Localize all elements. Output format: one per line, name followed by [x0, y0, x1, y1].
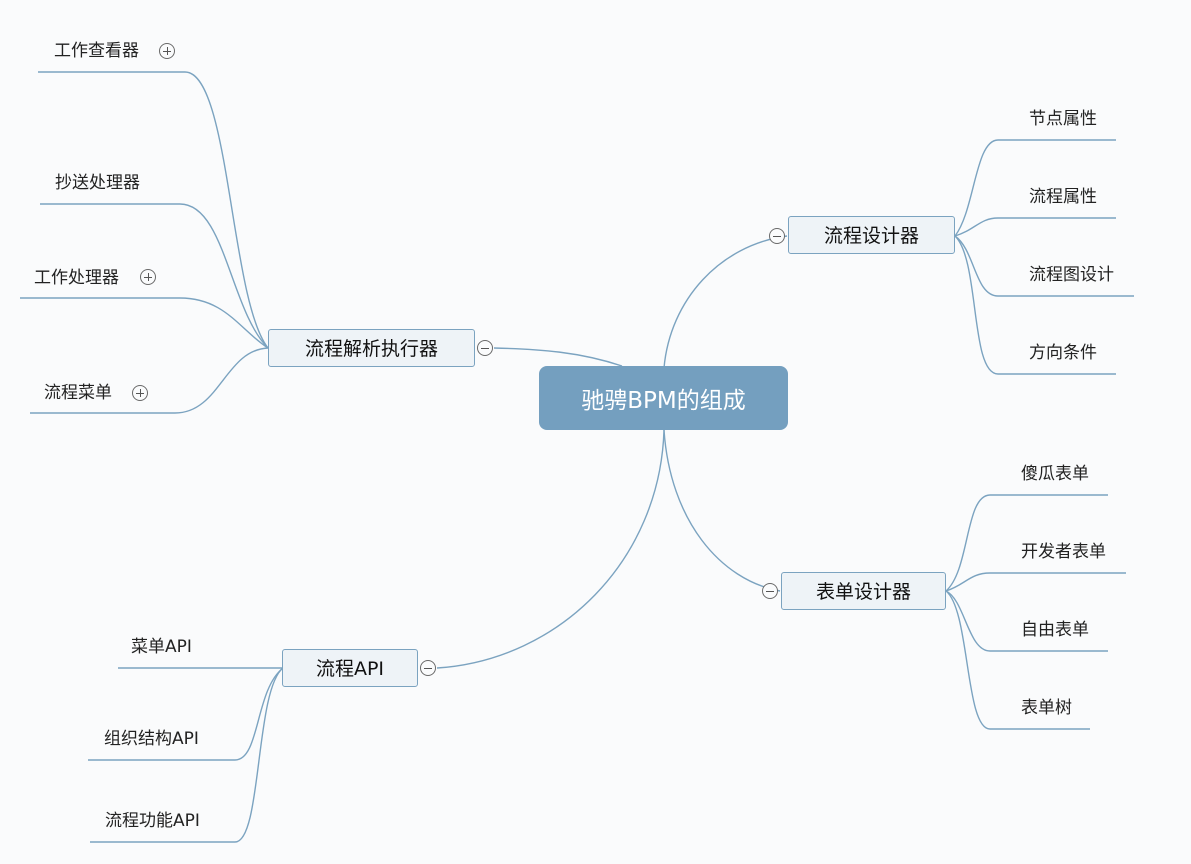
leaf-menu-api[interactable]: 菜单API — [131, 637, 192, 657]
link-center-process-api — [436, 429, 665, 669]
leaf-cc-handler[interactable]: 抄送处理器 — [55, 173, 140, 193]
branch-form-designer[interactable]: 表单设计器 — [781, 572, 946, 610]
leaf-direction-condition[interactable]: 方向条件 — [1029, 343, 1097, 363]
leaf-simple-form[interactable]: 傻瓜表单 — [1021, 464, 1089, 484]
branch-process-designer-label: 流程设计器 — [823, 225, 919, 247]
link-work-handler — [20, 297, 269, 349]
collapse-form-designer-minus-circle-icon[interactable] — [762, 583, 778, 599]
leaf-function-api[interactable]: 流程功能API — [105, 811, 200, 831]
link-center-process-designer — [663, 235, 788, 369]
leaf-work-viewer[interactable]: 工作查看器 — [54, 41, 139, 61]
branch-process-executor[interactable]: 流程解析执行器 — [268, 329, 475, 367]
expand-work-handler-plus-circle-icon[interactable] — [140, 269, 156, 285]
branch-form-designer-label: 表单设计器 — [815, 581, 911, 603]
link-process-property — [954, 217, 1116, 237]
leaf-process-menu[interactable]: 流程菜单 — [44, 383, 112, 403]
collapse-process-api-minus-circle-icon[interactable] — [420, 660, 436, 676]
branch-process-api[interactable]: 流程API — [282, 649, 418, 687]
leaf-node-property[interactable]: 节点属性 — [1029, 109, 1097, 129]
link-process-menu — [30, 347, 269, 414]
leaf-flowchart-design[interactable]: 流程图设计 — [1029, 265, 1114, 285]
leaf-org-api[interactable]: 组织结构API — [104, 729, 199, 749]
collapse-process-executor-minus-circle-icon[interactable] — [477, 340, 493, 356]
leaf-process-property[interactable]: 流程属性 — [1029, 187, 1097, 207]
central-topic[interactable]: 驰骋BPM的组成 — [539, 366, 788, 430]
collapse-process-designer-minus-circle-icon[interactable] — [769, 228, 785, 244]
branch-process-api-label: 流程API — [315, 658, 385, 680]
link-direction-condition — [954, 235, 1116, 375]
link-org-api — [88, 667, 284, 761]
leaf-free-form[interactable]: 自由表单 — [1021, 620, 1089, 640]
leaf-developer-form[interactable]: 开发者表单 — [1021, 542, 1106, 562]
link-center-process-executor — [493, 347, 623, 367]
leaf-work-handler[interactable]: 工作处理器 — [34, 268, 119, 288]
branch-process-designer[interactable]: 流程设计器 — [788, 216, 955, 254]
link-simple-form — [945, 494, 1108, 592]
link-free-form — [945, 590, 1108, 652]
link-work-viewer — [38, 71, 269, 349]
link-form-tree — [945, 590, 1090, 730]
link-flowchart-design — [954, 235, 1134, 297]
central-topic-label: 驰骋BPM的组成 — [581, 388, 746, 414]
branch-process-executor-label: 流程解析执行器 — [304, 338, 438, 360]
link-function-api — [90, 667, 284, 843]
link-cc-handler — [40, 203, 269, 349]
link-center-form-designer — [663, 429, 781, 592]
expand-work-viewer-plus-circle-icon[interactable] — [159, 43, 175, 59]
link-node-property — [954, 139, 1116, 237]
leaf-form-tree[interactable]: 表单树 — [1021, 698, 1072, 718]
link-developer-form — [945, 572, 1126, 592]
expand-process-menu-plus-circle-icon[interactable] — [132, 385, 148, 401]
